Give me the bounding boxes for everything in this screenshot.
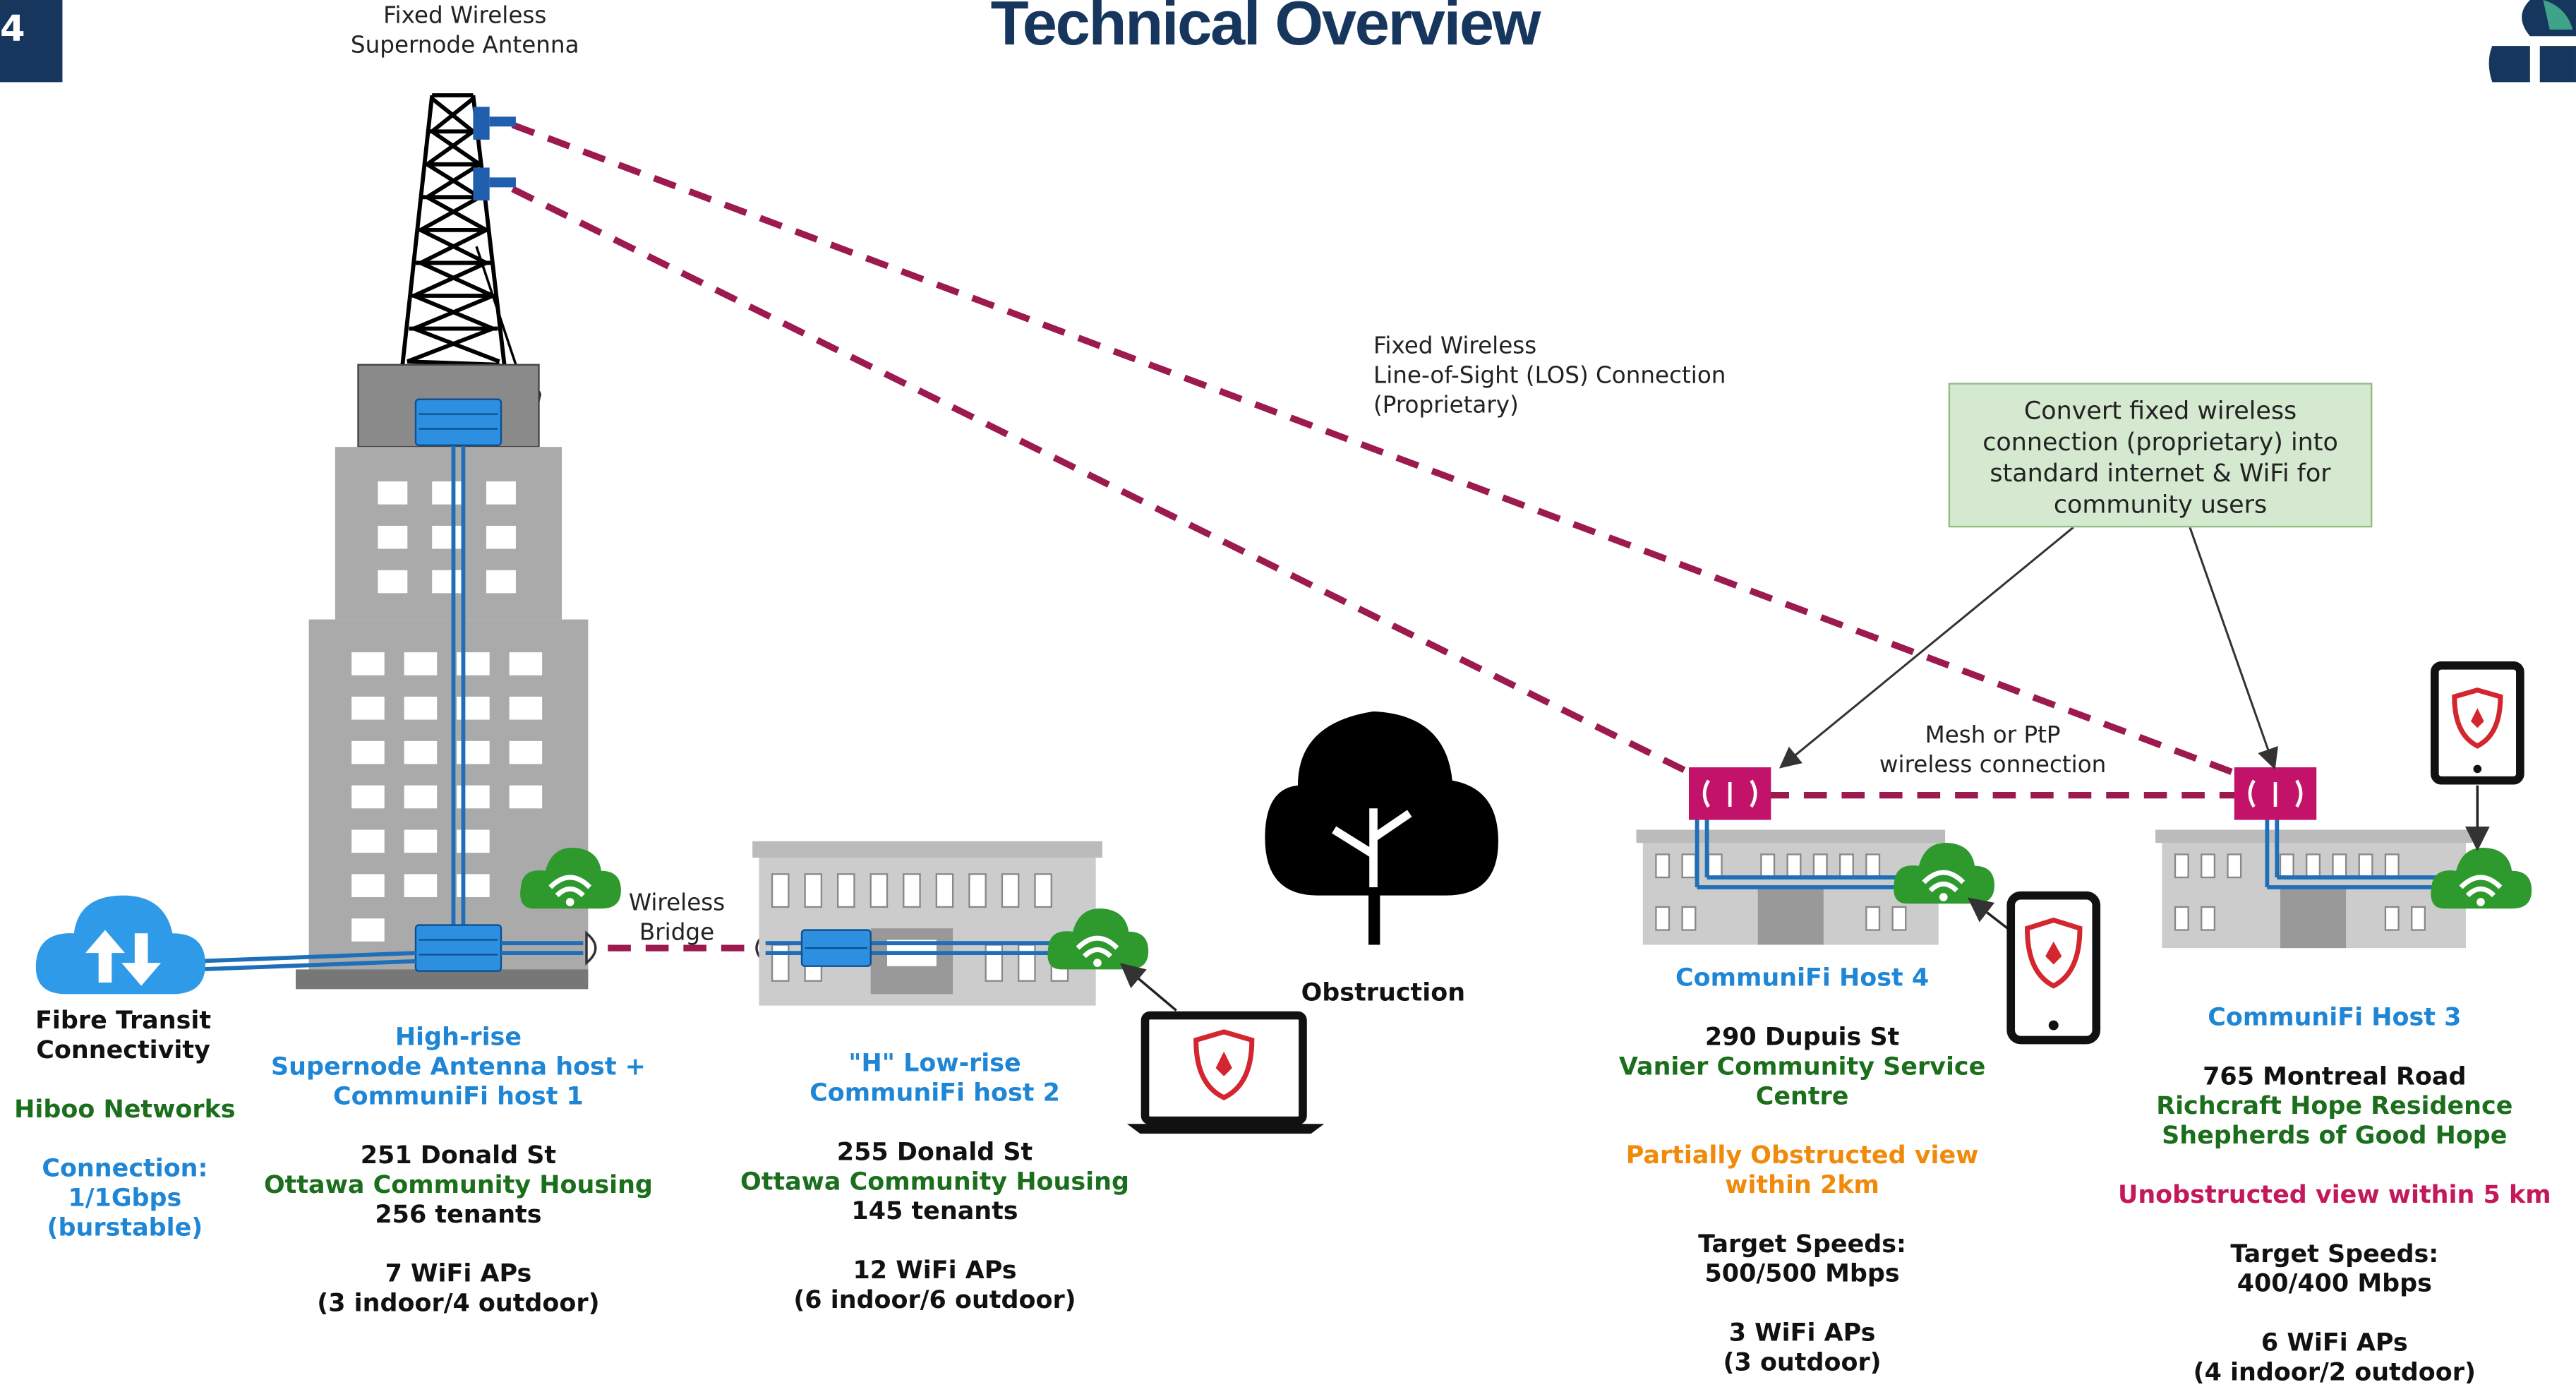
host4-name: CommuniFi Host 4 xyxy=(1675,963,1930,992)
host1-aps: 7 WiFi APs (3 indoor/4 outdoor) xyxy=(317,1259,600,1318)
host1-tenants: 256 tenants xyxy=(375,1199,542,1230)
host1-address: 251 Donald St xyxy=(360,1140,557,1170)
host3-building-icon xyxy=(2155,808,2473,949)
callout-box: Convert fixed wireless connection (propr… xyxy=(1948,383,2373,528)
page-title: Technical Overview xyxy=(990,0,1541,59)
host4-building-icon xyxy=(1636,808,1946,945)
mesh-label: Mesh or PtP wireless connection xyxy=(1879,723,2107,779)
fibre-link xyxy=(197,941,584,972)
fibre-title: Fibre Transit Connectivity xyxy=(35,1005,212,1065)
host3-address: 765 Montreal Road xyxy=(2203,1061,2467,1091)
callout-arrows xyxy=(1778,527,2278,770)
server-icon xyxy=(414,398,502,972)
host3-name: CommuniFi Host 3 xyxy=(2208,1002,2462,1032)
host3-org: Richcraft Hope Residence Shepherds of Go… xyxy=(2156,1091,2513,1151)
router-icon xyxy=(1688,767,1771,820)
tree-icon xyxy=(1265,711,1498,945)
host2-address: 255 Donald St xyxy=(836,1136,1033,1167)
wifi-cloud-icon xyxy=(2431,847,2532,909)
antenna-dish-icon xyxy=(473,107,516,200)
fibre-connection: Connection: 1/1Gbps (burstable) xyxy=(42,1153,208,1242)
wireless-links xyxy=(511,121,2261,951)
wireless-bridge-label: Wireless Bridge xyxy=(628,890,726,947)
low-rise-building-icon xyxy=(752,841,1102,1006)
host4-address: 290 Dupuis St xyxy=(1704,1021,1900,1052)
host1-org: Ottawa Community Housing xyxy=(263,1170,653,1200)
wireless-bridge-icon xyxy=(585,930,767,966)
cloud-icon xyxy=(35,895,205,995)
wifi-cloud-icon xyxy=(520,847,621,909)
host4-speeds: Target Speeds: 500/500 Mbps xyxy=(1698,1229,1907,1288)
obstruction-label: Obstruction xyxy=(1301,978,1466,1007)
host4-org: Vanier Community Service Centre xyxy=(1618,1051,1986,1111)
fibre-provider: Hiboo Networks xyxy=(14,1094,236,1124)
host1-name: High-rise Supernode Antenna host + Commu… xyxy=(270,1021,646,1111)
router-icon xyxy=(2234,767,2317,820)
host2-aps: 12 WiFi APs (6 indoor/6 outdoor) xyxy=(793,1255,1076,1315)
host3-aps: 6 WiFi APs (4 indoor/2 outdoor) xyxy=(2193,1327,2476,1387)
host3-view: Unobstructed view within 5 km xyxy=(2117,1179,2551,1210)
wifi-cloud-icon xyxy=(1047,908,1149,970)
tablet-icon xyxy=(2430,661,2524,851)
antenna-tower-icon xyxy=(400,93,534,419)
slide-number: 4 xyxy=(0,0,63,83)
host3-speeds: Target Speeds: 400/400 Mbps xyxy=(2230,1239,2439,1298)
host4-view: Partially Obstructed view within 2km xyxy=(1625,1140,1979,1200)
host2-org: Ottawa Community Housing xyxy=(740,1166,1129,1196)
phone-icon xyxy=(1967,891,2101,1045)
host2-tenants: 145 tenants xyxy=(851,1196,1018,1226)
host2-name: "H" Low-rise CommuniFi host 2 xyxy=(809,1048,1060,1107)
los-connection-label: Fixed Wireless Line-of-Sight (LOS) Conne… xyxy=(1373,333,1726,419)
antenna-label: Fixed Wireless Supernode Antenna xyxy=(350,3,579,59)
brand-logo xyxy=(2488,0,2576,83)
laptop-icon xyxy=(1119,963,1325,1134)
host4-aps: 3 WiFi APs (3 outdoor) xyxy=(1723,1317,1882,1377)
high-rise-building-icon xyxy=(296,364,589,990)
wifi-cloud-icon xyxy=(1894,843,1994,904)
